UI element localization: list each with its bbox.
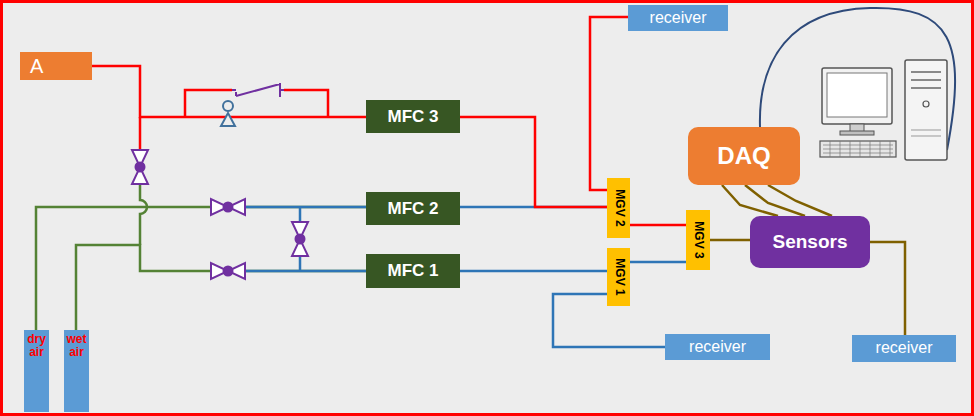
node-label: wet air (64, 330, 89, 359)
valve-symbol (132, 150, 148, 184)
node-label: receiver (689, 338, 746, 356)
node-label: MFC 2 (388, 199, 439, 219)
pipe-line (590, 17, 628, 190)
receiver-box: receiver (628, 5, 728, 31)
pipe-line (76, 245, 366, 330)
pipe-line (460, 270, 607, 273)
mfc-box: MFC 1 (366, 254, 460, 288)
mfc-box: MFC 3 (366, 100, 460, 133)
sensors-box: Sensors (750, 216, 870, 268)
node-label: MFC 3 (388, 107, 439, 127)
receiver-box: receiver (665, 334, 770, 360)
pipe-line (768, 185, 832, 216)
node-label: MFC 1 (388, 261, 439, 281)
pipe-line (630, 224, 686, 227)
receiver-box: receiver (852, 335, 956, 362)
valve-box: MGV 2 (607, 178, 630, 238)
node-label: A (30, 55, 43, 78)
pipe-line (630, 261, 686, 264)
blue-line (245, 207, 366, 271)
pipe-line (870, 242, 905, 335)
valve-box: MGV 3 (686, 210, 710, 270)
ground-patch (232, 83, 284, 97)
node-label: receiver (650, 9, 707, 27)
node-label: Sensors (773, 231, 848, 253)
gas-cylinder: dry air (24, 330, 49, 412)
node-label: MGV 2 (612, 189, 626, 226)
daq-box: DAQ (688, 127, 800, 185)
check-valve-symbol (232, 83, 284, 97)
source-box: A (20, 52, 92, 80)
valve-line (140, 182, 147, 245)
valve-box: MGV 1 (607, 248, 630, 306)
pipe-line (710, 239, 750, 242)
pipe-line (92, 66, 366, 117)
node-label: MGV 3 (691, 221, 705, 258)
node-label: DAQ (717, 142, 770, 170)
gas-cylinder: wet air (64, 330, 89, 412)
node-label: receiver (876, 339, 933, 357)
valve-symbol (211, 199, 308, 279)
regulator-symbol (221, 101, 235, 126)
node-label: MGV 1 (612, 258, 626, 295)
node-label: dry air (24, 330, 49, 359)
mfc-box: MFC 2 (366, 192, 460, 225)
valve-line (139, 117, 142, 152)
pipe-line (460, 117, 607, 207)
pipe-line (36, 207, 366, 330)
computer-icon (820, 60, 947, 160)
